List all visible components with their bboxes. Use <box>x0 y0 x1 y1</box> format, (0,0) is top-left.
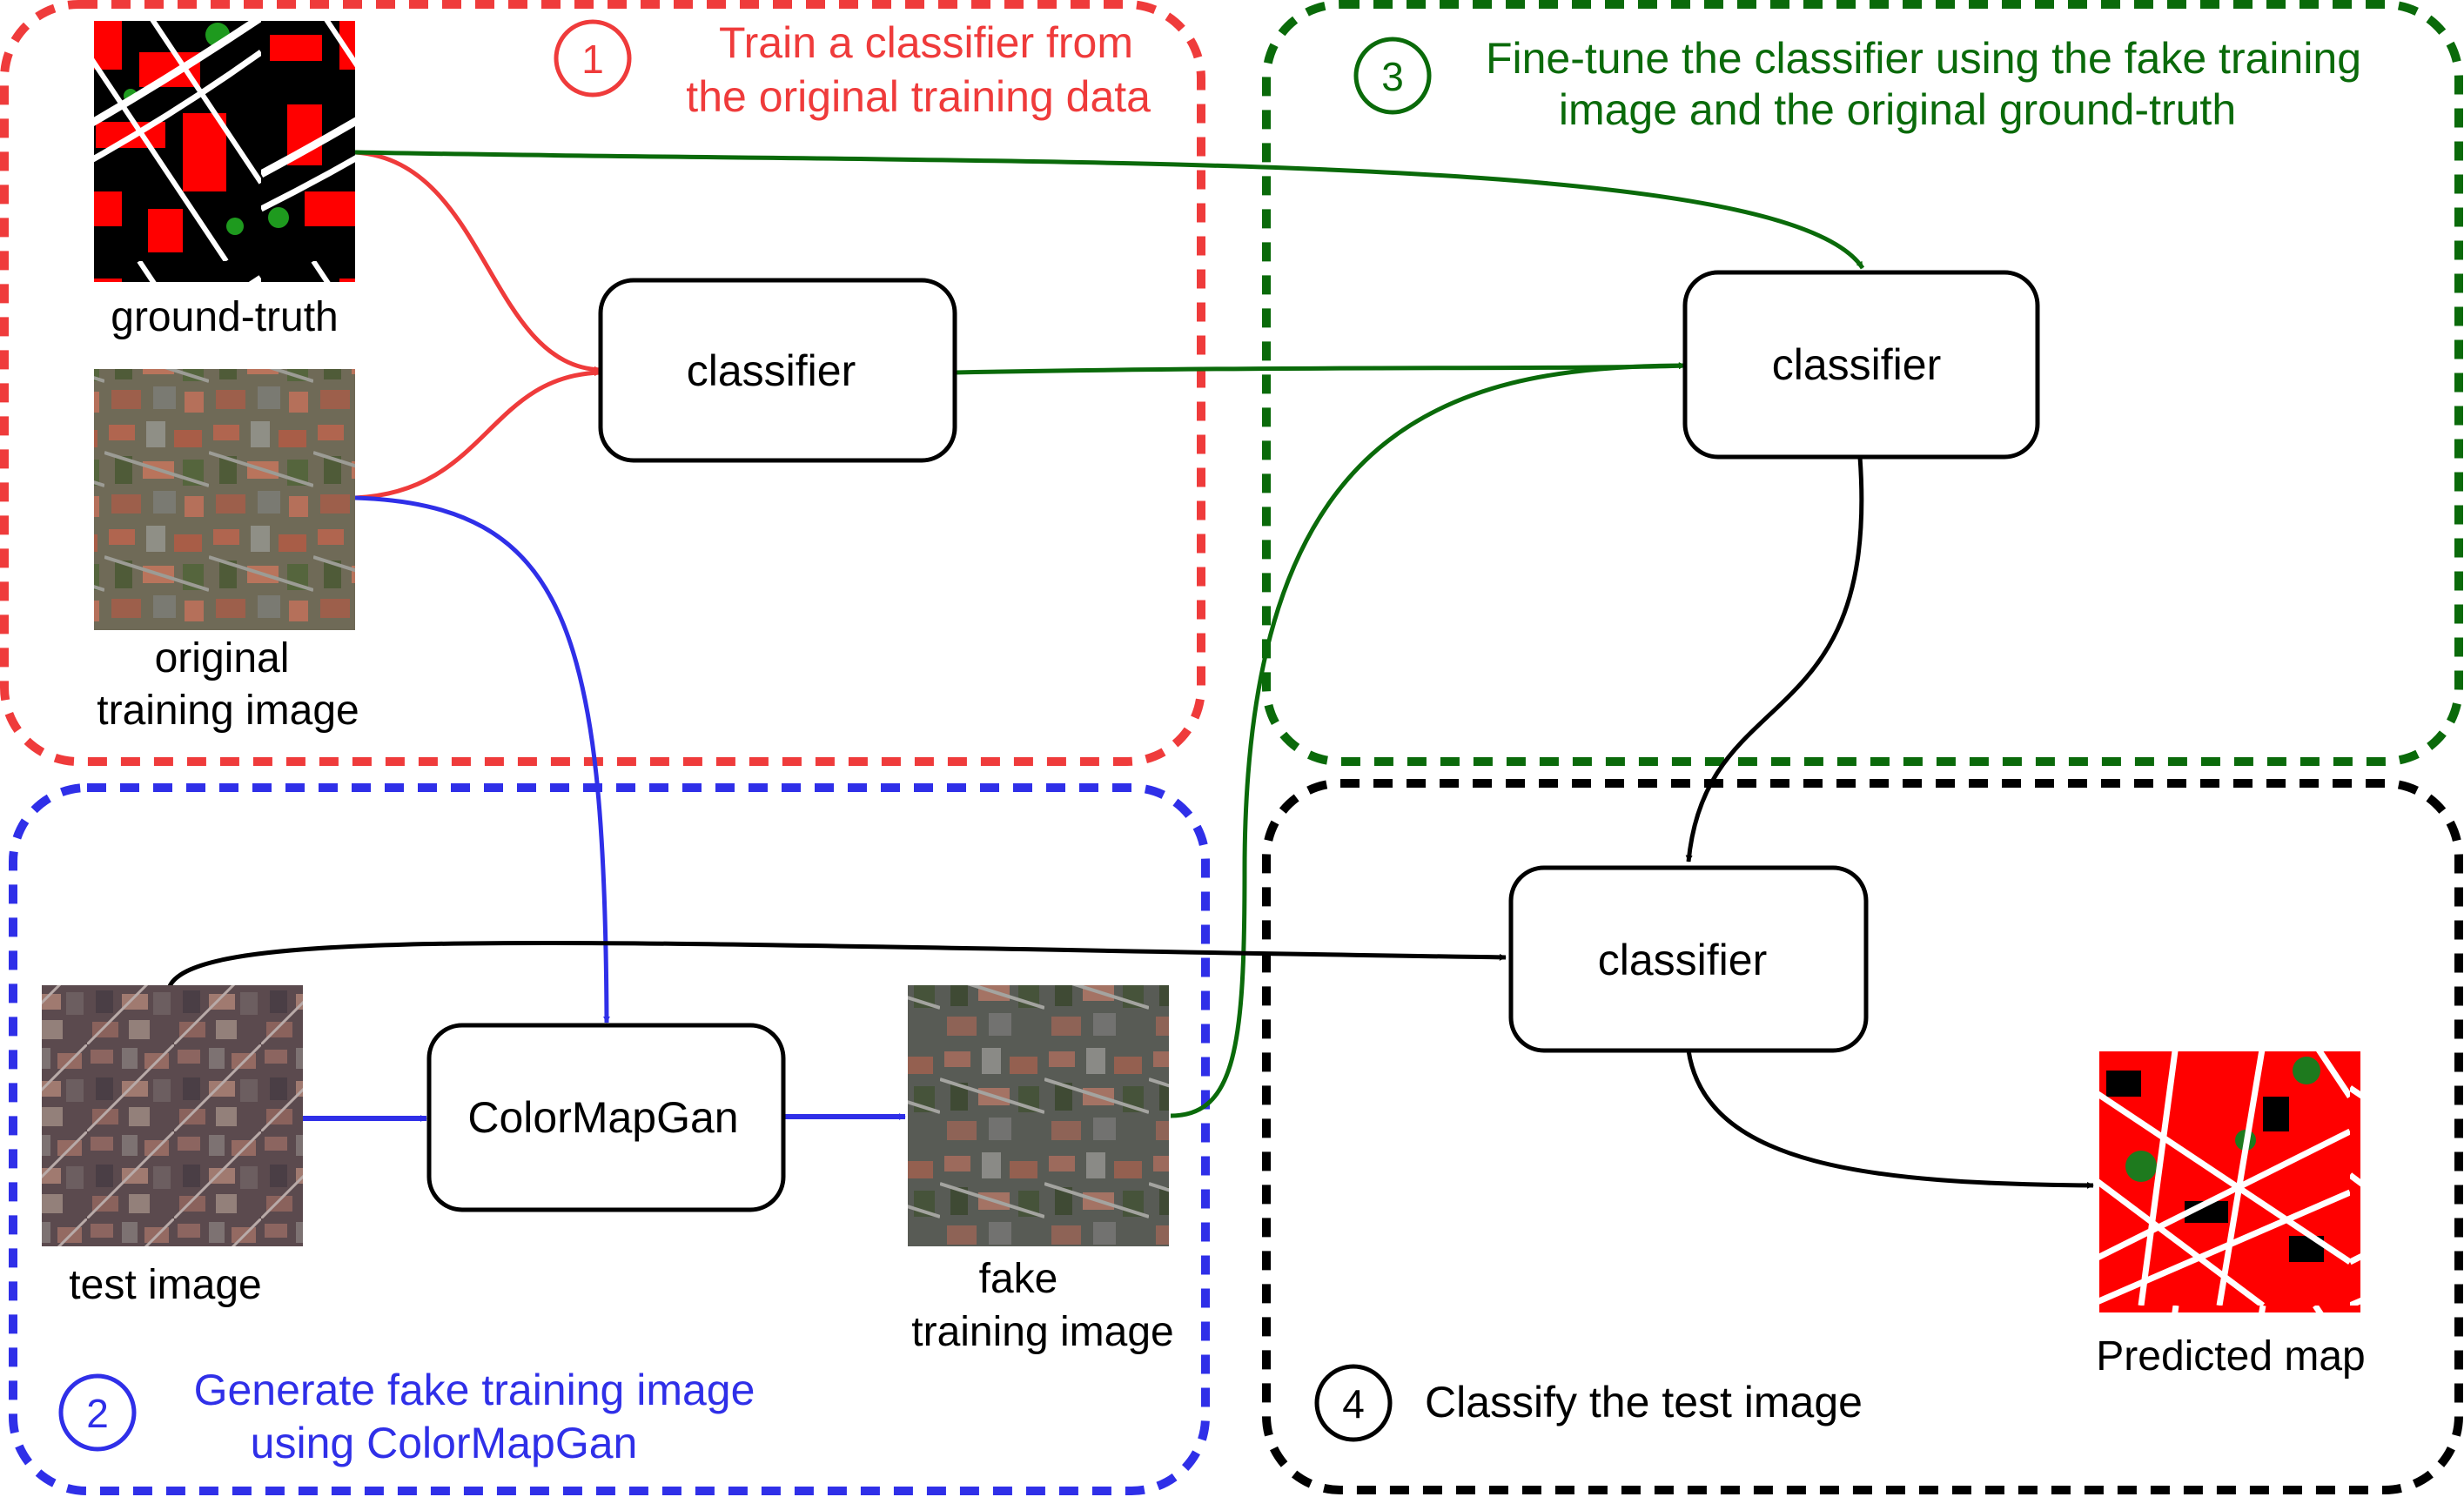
step-3-circle <box>1353 37 1432 115</box>
step-1-circle <box>554 19 632 97</box>
step-2-title-line1: Generate fake training image <box>194 1366 755 1414</box>
step-3-title-line2: image and the original ground-truth <box>1559 85 2236 134</box>
predicted-map-label: Predicted map <box>2096 1333 2366 1380</box>
original-training-image <box>94 369 355 630</box>
predicted-map-image <box>2099 1051 2360 1312</box>
fake-label-line1: fake <box>979 1256 1058 1302</box>
fake-training-image <box>908 985 1169 1246</box>
arrow-fake-to-classifier2 <box>1170 362 1686 1118</box>
step-4-circle <box>1314 1364 1393 1442</box>
panel-3 <box>1262 0 2463 766</box>
arrow-gt-to-classifier1 <box>354 150 601 373</box>
arrow-original-to-colormapgan <box>354 495 610 1024</box>
step-2-number: 2 <box>86 1391 109 1436</box>
step-1-number: 1 <box>581 37 604 82</box>
classifier-label-1: classifier <box>687 346 856 395</box>
colormapgan-label: ColorMapGan <box>467 1093 738 1142</box>
original-label-line1: original <box>155 635 290 681</box>
arrow-classifier2-to-classifier3 <box>1685 456 1864 863</box>
classifier-label-2: classifier <box>1772 340 1941 389</box>
step-2-circle <box>58 1373 137 1452</box>
step-2-title-line2: using ColorMapGan <box>251 1419 638 1467</box>
step-4-number: 4 <box>1342 1381 1365 1427</box>
test-image <box>42 985 303 1246</box>
arrow-test-to-classifier3 <box>167 940 1507 988</box>
panel-4 <box>1262 779 2463 1494</box>
ground-truth-label: ground-truth <box>111 294 339 340</box>
step-4-title: Classify the test image <box>1425 1378 1863 1427</box>
original-label-line2: training image <box>97 688 359 734</box>
arrow-gt-to-classifier2 <box>354 150 1865 270</box>
classifier-box-3 <box>1508 865 1869 1053</box>
step-3-title-line1: Fine-tune the classifier using the fake … <box>1486 34 2361 83</box>
step-1-title-line1: Train a classifier from <box>719 18 1133 67</box>
panel-1 <box>0 0 1205 766</box>
colormapgan-box <box>426 1023 786 1212</box>
panel-2 <box>9 783 1210 1495</box>
ground-truth-image <box>94 21 355 282</box>
classifier-box-2 <box>1682 270 2040 460</box>
fake-label-line2: training image <box>911 1309 1174 1355</box>
arrow-classifier3-to-predicted <box>1686 1050 2094 1189</box>
classifier-label-3: classifier <box>1598 936 1767 984</box>
test-image-label: test image <box>69 1262 261 1308</box>
step-3-number: 3 <box>1381 54 1404 99</box>
step-1-title-line2: the original training data <box>686 72 1151 121</box>
classifier-box-1 <box>598 278 957 463</box>
arrow-original-to-classifier1 <box>354 369 601 500</box>
